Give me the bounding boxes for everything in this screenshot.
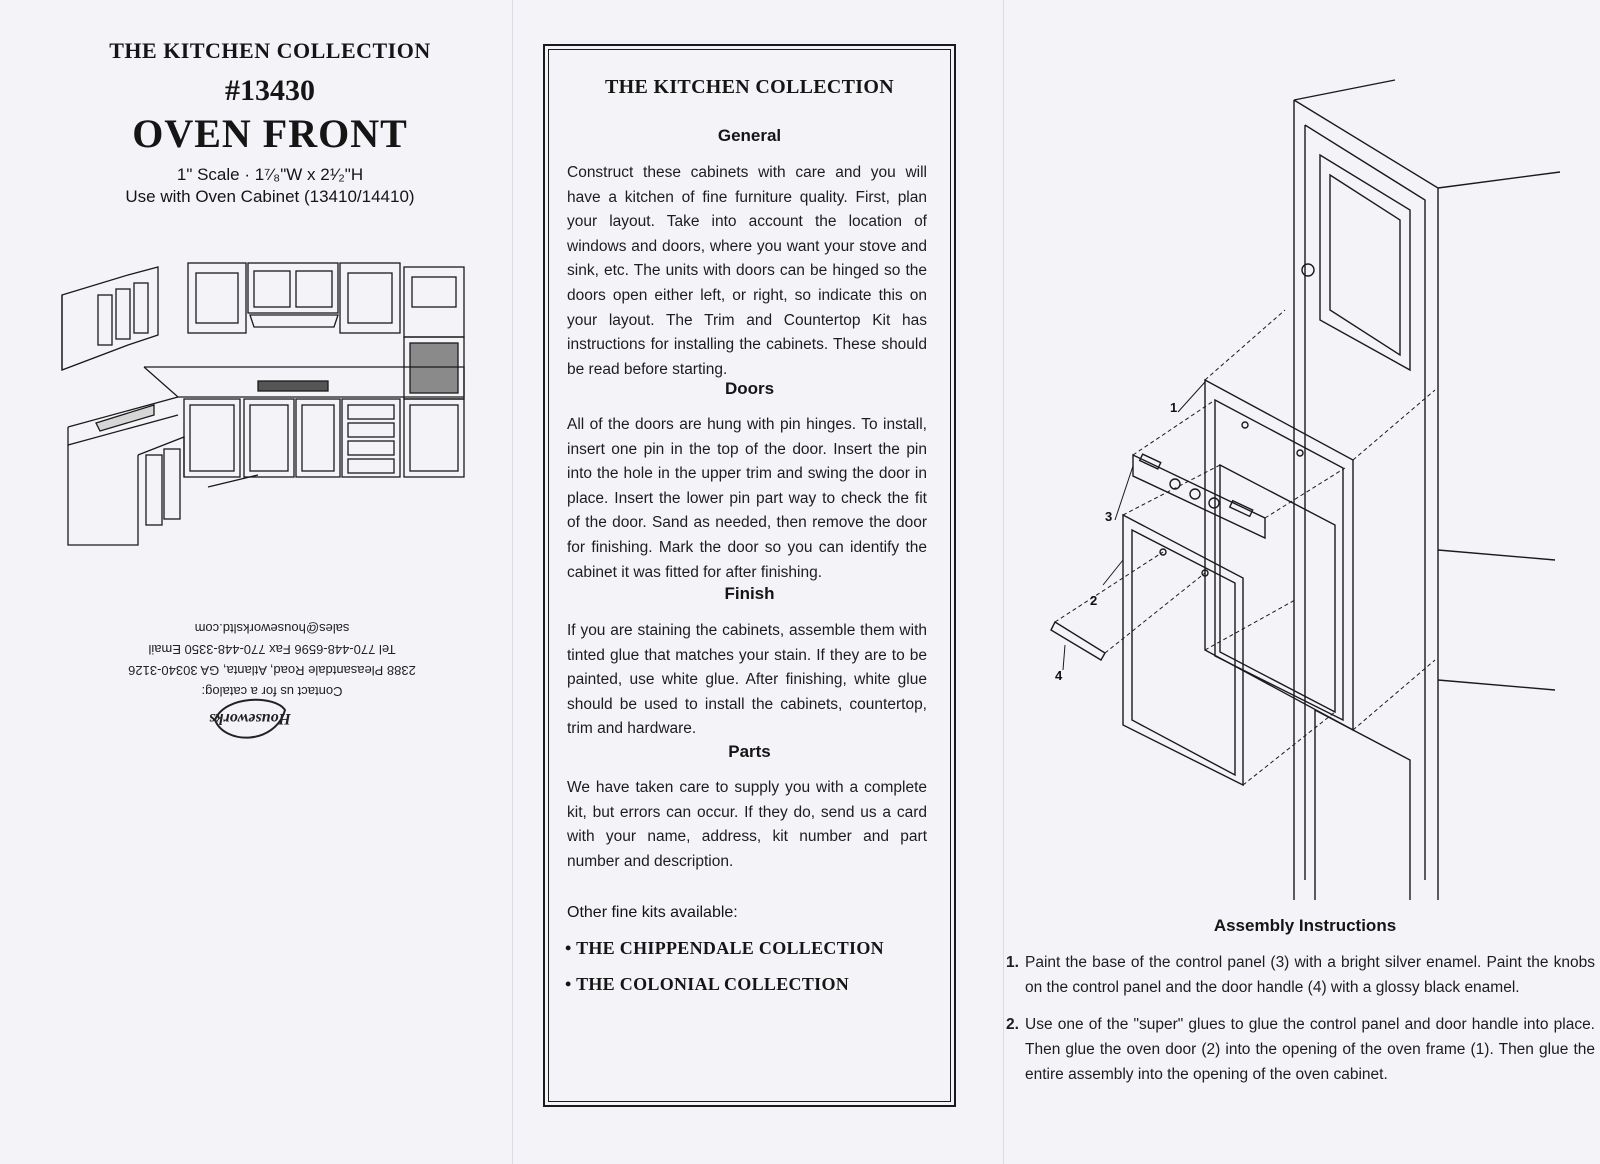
step-number: 1. bbox=[1006, 954, 1019, 971]
section-body-finish: If you are staining the cabinets, assemb… bbox=[567, 622, 927, 738]
instructions-panel: THE KITCHEN COLLECTION General Construct… bbox=[543, 44, 956, 1107]
product-title: OVEN FRONT bbox=[132, 111, 408, 156]
assembly-step: 2. Use one of the "super" glues to glue … bbox=[1006, 1012, 1595, 1087]
fold-line bbox=[1003, 0, 1004, 1164]
assembly-heading: Assembly Instructions bbox=[1213, 916, 1397, 935]
scale-text: 1" Scale · 1⁷⁄₈"W x 2¹⁄₂"H bbox=[176, 165, 364, 184]
section-heading-doors: Doors bbox=[724, 379, 775, 398]
callout-4: 4 bbox=[1055, 668, 1063, 683]
section-body-doors: All of the doors are hung with pin hinge… bbox=[567, 416, 927, 581]
collection-name: THE KITCHEN COLLECTION bbox=[109, 38, 431, 63]
logo-wordmark: Houseworks bbox=[209, 710, 292, 727]
houseworks-logo: Houseworks bbox=[209, 698, 292, 739]
collection-name: THE KITCHEN COLLECTION bbox=[605, 76, 894, 98]
other-kits-label: Other fine kits available: bbox=[567, 904, 738, 921]
step-text: Use one of the "super" glues to glue the… bbox=[1025, 1016, 1595, 1083]
callout-1: 1 bbox=[1170, 400, 1177, 415]
contact-address: 2388 Pleasantdale Road, Atlanta, GA 3034… bbox=[128, 663, 416, 678]
assembly-diagram: 1 2 3 4 bbox=[1050, 79, 1561, 900]
section-heading-parts: Parts bbox=[728, 742, 771, 761]
callout-3: 3 bbox=[1105, 509, 1112, 524]
use-with-text: Use with Oven Cabinet (13410/14410) bbox=[125, 187, 415, 206]
callout-2: 2 bbox=[1090, 593, 1097, 608]
section-heading-finish: Finish bbox=[724, 584, 775, 603]
cover-panel: THE KITCHEN COLLECTION #13430 OVEN FRONT… bbox=[0, 0, 512, 1164]
section-heading-general: General bbox=[717, 126, 782, 145]
section-body-general: Construct these cabinets with care and y… bbox=[567, 164, 927, 378]
product-specs: 1" Scale · 1⁷⁄₈"W x 2¹⁄₂"H Use with Oven… bbox=[0, 164, 540, 208]
kitchen-illustration bbox=[61, 262, 465, 546]
collection-item: • THE CHIPPENDALE COLLECTION bbox=[565, 938, 884, 958]
collection-item: • THE COLONIAL COLLECTION bbox=[565, 974, 850, 994]
assembly-step: 1. Paint the base of the control panel (… bbox=[1006, 950, 1595, 1000]
fold-line bbox=[512, 0, 513, 1164]
section-body-parts: We have taken care to supply you with a … bbox=[567, 779, 927, 870]
step-number: 2. bbox=[1006, 1016, 1019, 1033]
kit-number: #13430 bbox=[225, 74, 315, 107]
step-text: Paint the base of the control panel (3) … bbox=[1025, 954, 1595, 996]
contact-phone: Tel 770-448-6596 Fax 770-448-3350 Email … bbox=[148, 621, 396, 657]
